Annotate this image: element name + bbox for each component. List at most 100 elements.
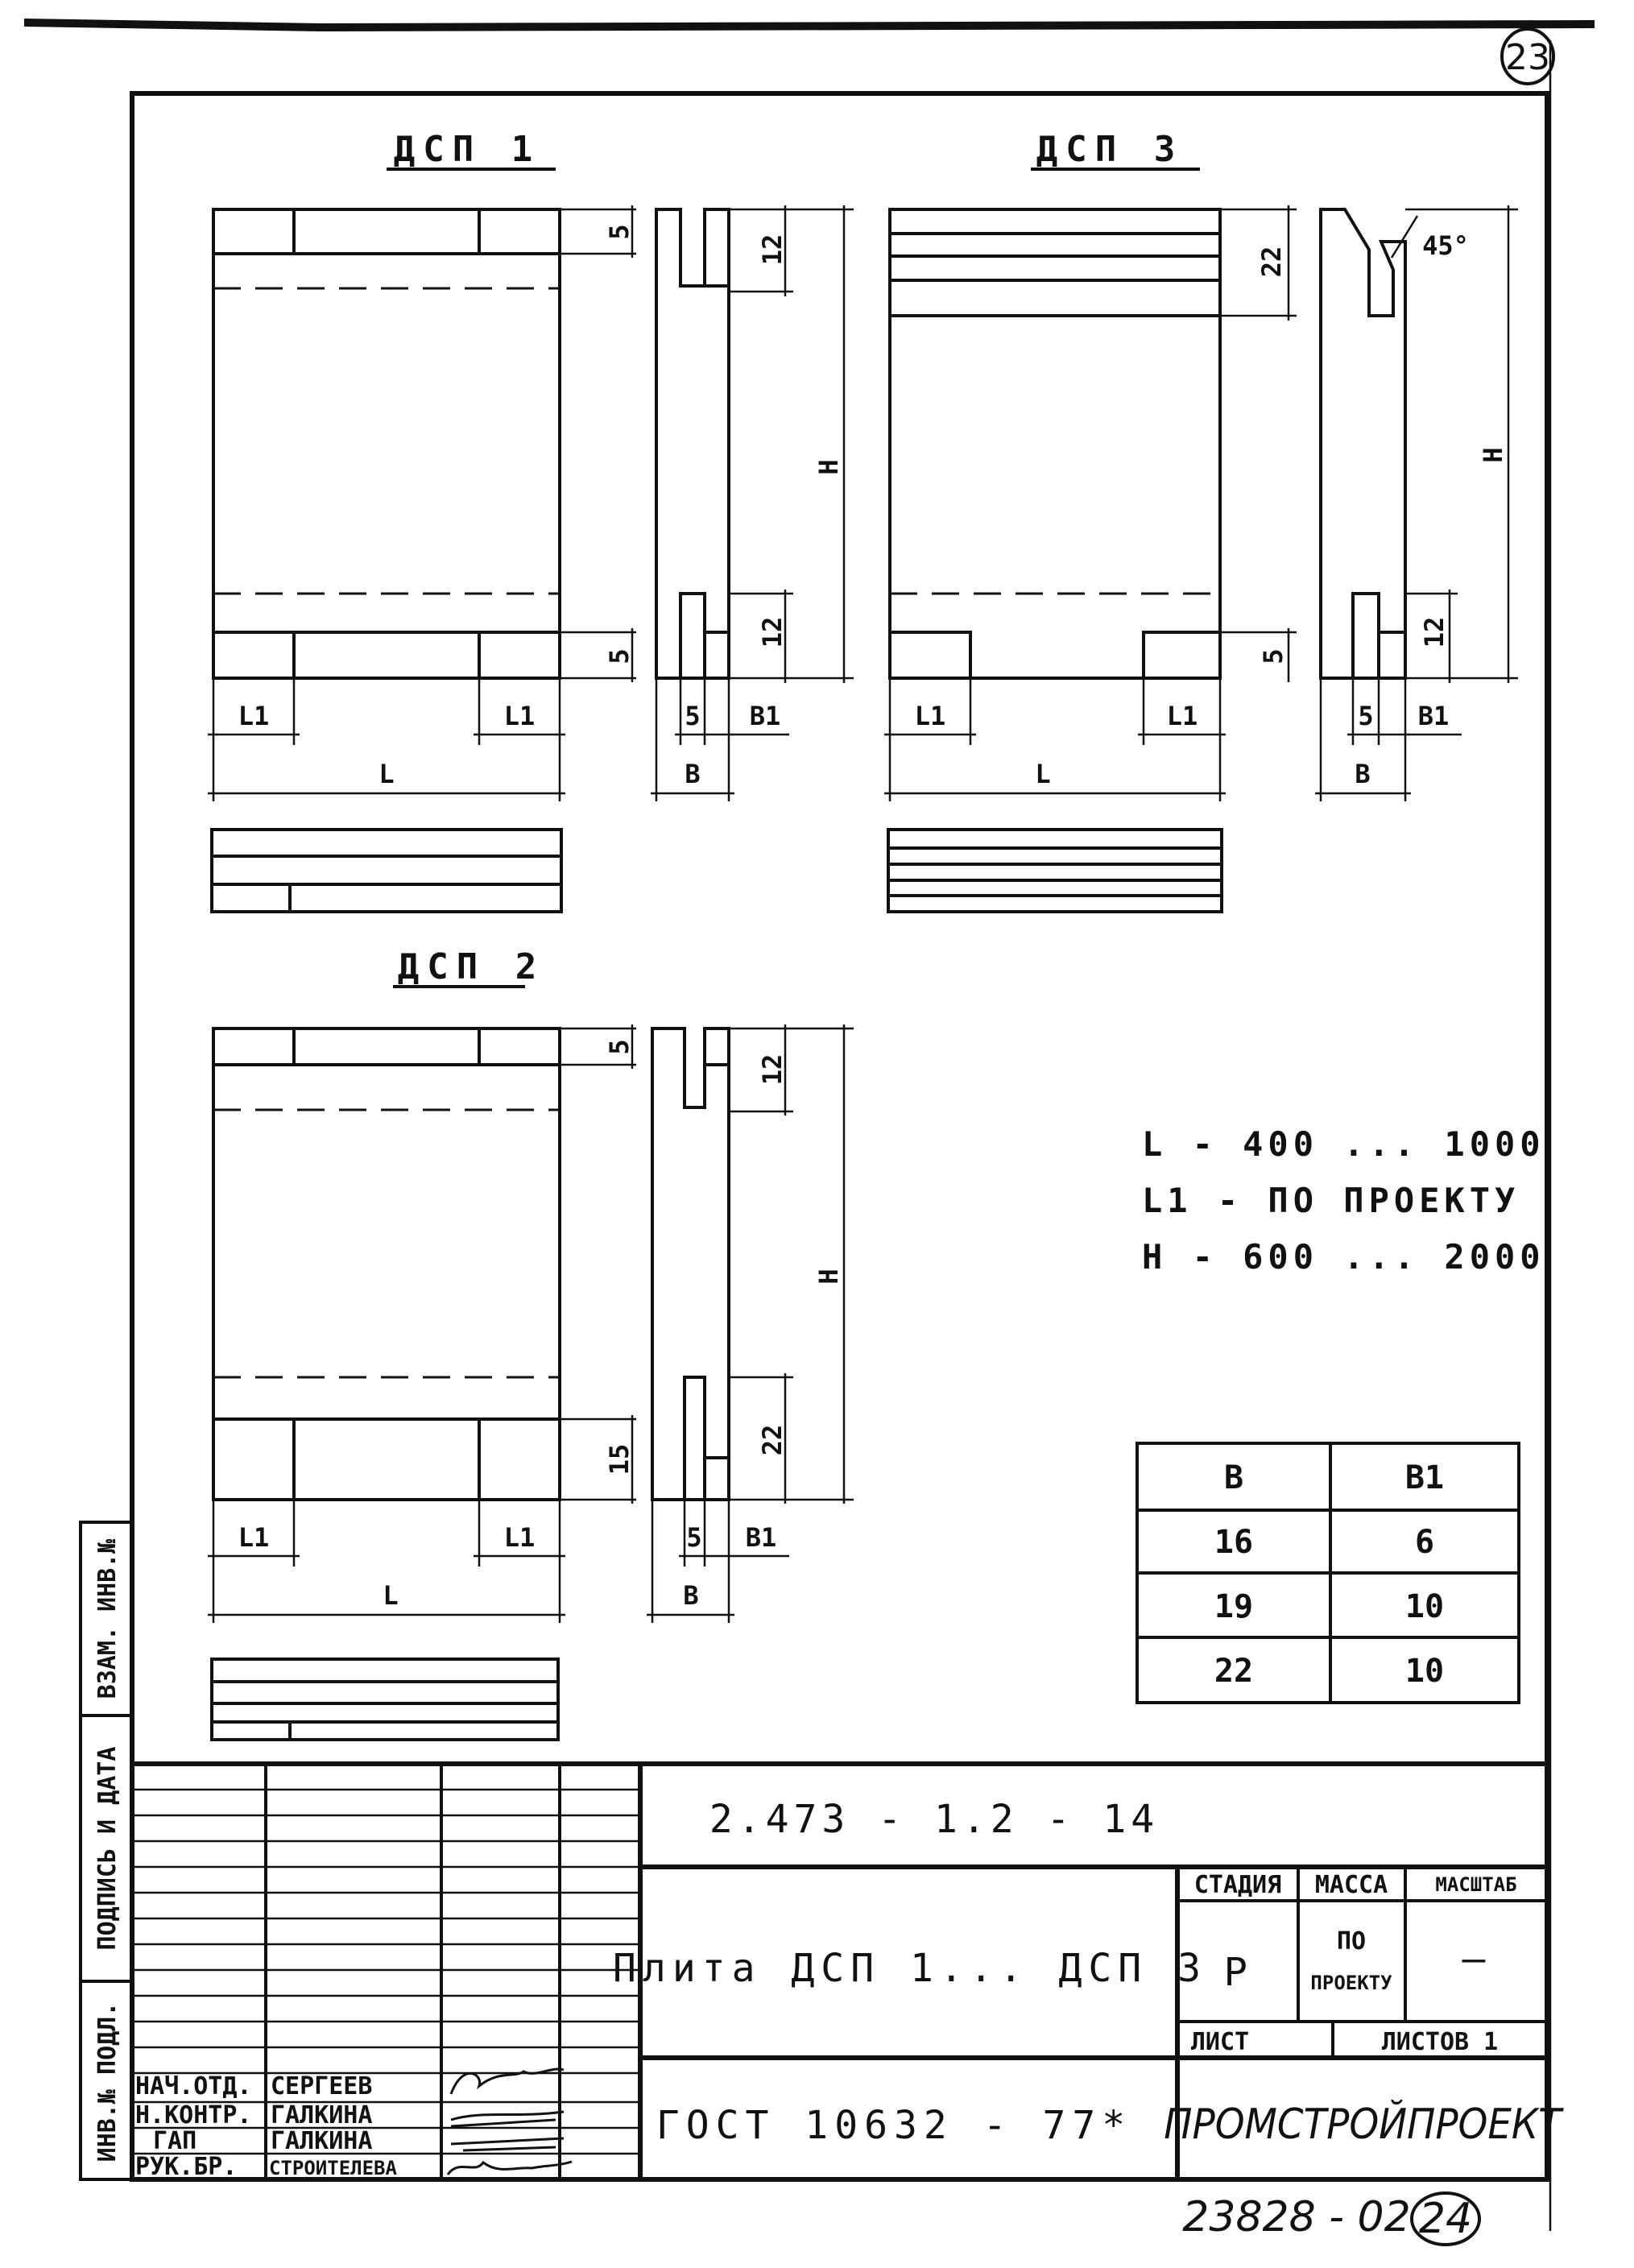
- svg-text:В1: В1: [1418, 701, 1450, 731]
- side-inv-orig: ИНВ.№ ПОДЛ.: [93, 2002, 122, 2162]
- dsp3-plan-view: [887, 828, 1223, 913]
- side-strip: ИНВ.№ ПОДЛ. ПОДПИСЬ И ДАТА ВЗАМ. ИНВ.№: [79, 1521, 134, 2181]
- signature-name: ГАЛКИНА: [271, 2127, 372, 2155]
- svg-text:5: 5: [604, 224, 635, 239]
- svg-text:L: L: [1035, 759, 1050, 789]
- signature-name: ГАЛКИНА: [271, 2101, 372, 2129]
- dsp3-title: ДСП 3: [1036, 129, 1183, 170]
- svg-text:В: В: [1355, 759, 1370, 789]
- dsp2-front-panel: [212, 1027, 561, 1501]
- svg-text:L1: L1: [915, 701, 946, 731]
- view-dsp2: ДСП 2 5 15 L1 L1 L 12: [208, 946, 854, 1741]
- svg-text:5: 5: [685, 701, 700, 731]
- svg-text:5: 5: [1258, 648, 1289, 664]
- mass-value: ПРОЕКТУ: [1310, 1972, 1392, 1994]
- svg-text:L1: L1: [238, 701, 270, 731]
- signature-role: Н.КОНТР.: [135, 2101, 252, 2129]
- view-dsp1: ДСП 1 5 5 L1 L1 L: [208, 129, 854, 913]
- svg-text:L: L: [379, 759, 394, 789]
- spec-line-h: Н - 600 ... 2000: [1142, 1237, 1545, 1277]
- signature-role: ГАП: [153, 2127, 196, 2155]
- sheet-label: ЛИСТ: [1191, 2028, 1249, 2056]
- svg-text:5: 5: [604, 648, 635, 664]
- svg-text:В: В: [683, 1580, 698, 1611]
- signature-role: РУК.БР.: [135, 2153, 237, 2181]
- svg-text:5: 5: [686, 1522, 701, 1553]
- dsp3-side-view: [1319, 208, 1407, 680]
- table-cell: 19: [1214, 1588, 1253, 1625]
- handwritten-signature: [450, 2137, 565, 2152]
- table-cell: 16: [1214, 1524, 1253, 1561]
- handwritten-signature: [449, 2067, 565, 2095]
- dsp2-plan-view: [210, 1658, 560, 1741]
- scale-value: —: [1462, 1936, 1491, 1981]
- svg-text:5: 5: [604, 1039, 635, 1054]
- dsp1-corner-slot: [212, 208, 296, 255]
- svg-text:12: 12: [757, 1054, 788, 1086]
- svg-text:Н: Н: [813, 1269, 844, 1284]
- svg-text:L1: L1: [1167, 701, 1198, 731]
- svg-text:22: 22: [1256, 246, 1287, 278]
- signature-role: НАЧ.ОТД.: [135, 2072, 252, 2100]
- mass-label: МАССА: [1315, 1871, 1388, 1899]
- side-sign-date: ПОДПИСЬ И ДАТА: [93, 1747, 122, 1951]
- dsp3-front-panel: [888, 208, 1222, 680]
- dsp1-title: ДСП 1: [394, 129, 540, 170]
- dsp1-front-panel: [212, 208, 561, 680]
- standard-reference: ГОСТ 10632 - 77*: [656, 2103, 1131, 2148]
- table-cell: 10: [1405, 1653, 1444, 1690]
- stage-value: Р: [1224, 1950, 1252, 1995]
- dsp2-title: ДСП 2: [398, 946, 544, 987]
- handwritten-signature: [446, 2160, 573, 2175]
- stage-label: СТАДИЯ: [1194, 1871, 1281, 1899]
- dsp1-plan-view: [210, 828, 563, 913]
- spec-line-l: L - 400 ... 1000: [1142, 1124, 1545, 1164]
- drawing-frame: [130, 91, 1549, 2182]
- svg-text:L1: L1: [504, 1522, 536, 1553]
- table-header-b: В: [1224, 1459, 1243, 1496]
- svg-text:12: 12: [757, 617, 788, 648]
- drawing-name: Плита ДСП 1... ДСП 3: [613, 1946, 1207, 1991]
- spec-line-l1: L1 - ПО ПРОЕКТУ: [1142, 1181, 1520, 1220]
- dsp1-side-view: [655, 208, 730, 680]
- table-cell: 6: [1415, 1524, 1434, 1561]
- svg-text:Н: Н: [1478, 447, 1508, 462]
- page-number-circle: [1410, 2191, 1481, 2246]
- page-number: 24: [1419, 2195, 1472, 2243]
- signature-name: СЕРГЕЕВ: [271, 2072, 372, 2100]
- table-cell: 22: [1214, 1653, 1253, 1690]
- spec-notes: L - 400 ... 1000 L1 - ПО ПРОЕКТУ Н - 600…: [1142, 1124, 1545, 1277]
- sheet-number-top: 23: [1505, 37, 1550, 78]
- sheets-count: ЛИСТОВ 1: [1382, 2028, 1499, 2056]
- side-inv-repl: ВЗАМ. ИНВ.№: [93, 1538, 122, 1699]
- svg-text:22: 22: [757, 1425, 788, 1456]
- svg-text:15: 15: [604, 1444, 635, 1475]
- svg-text:L: L: [383, 1580, 398, 1611]
- svg-text:45°: 45°: [1422, 230, 1469, 261]
- svg-text:L1: L1: [504, 701, 536, 731]
- svg-text:L1: L1: [238, 1522, 270, 1553]
- mass-value: ПО: [1337, 1927, 1366, 1956]
- signature-name: СТРОИТЕЛЕВА: [269, 2157, 397, 2179]
- svg-text:12: 12: [1419, 617, 1450, 648]
- table-cell: 10: [1405, 1588, 1444, 1625]
- svg-text:В1: В1: [746, 1522, 777, 1553]
- svg-text:12: 12: [757, 234, 788, 266]
- document-code: 2.473 - 1.2 - 14: [709, 1797, 1159, 1842]
- organization-name: ПРОМСТРОЙПРОЕКТ: [1164, 2100, 1564, 2149]
- handwritten-signature: [450, 2110, 565, 2128]
- svg-text:5: 5: [1358, 701, 1373, 731]
- scale-label: МАСШТАБ: [1435, 1873, 1516, 1896]
- sheet-number-circle: [1500, 27, 1555, 85]
- dsp2-side-view: [651, 1027, 730, 1501]
- svg-text:Н: Н: [813, 459, 844, 474]
- thickness-table: В В1 16 6 19 10 22 10: [1136, 1442, 1520, 1704]
- top-edge-line: [23, 19, 1595, 32]
- svg-text:В: В: [685, 759, 700, 789]
- view-dsp3: ДСП 3 22 5 L1 L1 L 45°: [884, 129, 1518, 913]
- table-header-b1: В1: [1405, 1459, 1444, 1496]
- archive-number: 23828 - 02: [1182, 2193, 1410, 2241]
- title-block: НАЧ.ОТД. СЕРГЕЕВ Н.КОНТР. ГАЛКИНА ГАП ГА…: [132, 1761, 1564, 2181]
- svg-text:В1: В1: [750, 701, 781, 731]
